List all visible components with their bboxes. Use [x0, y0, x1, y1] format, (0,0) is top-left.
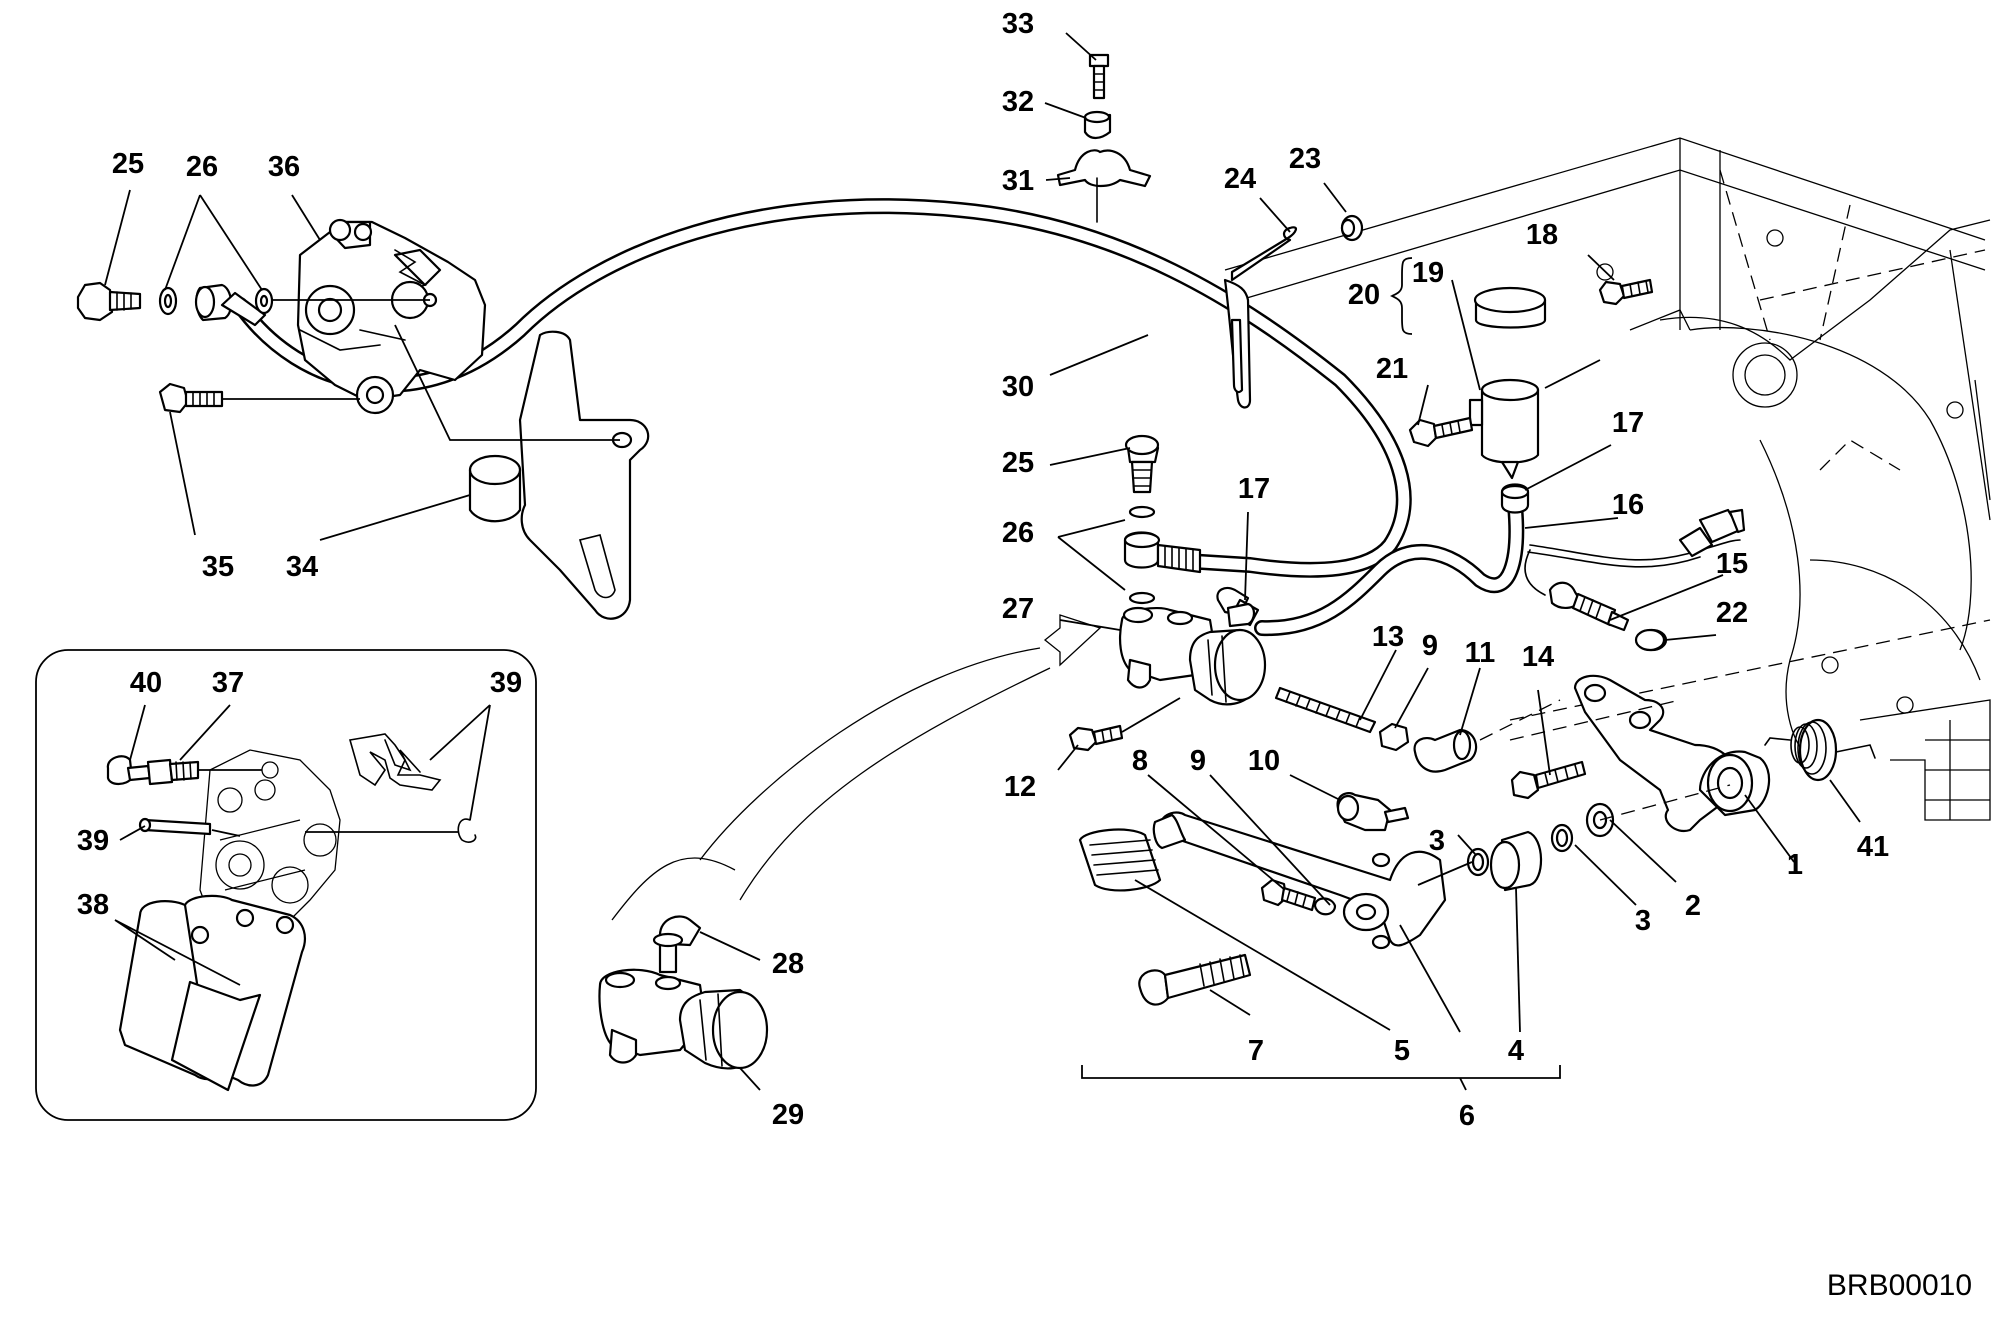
- callout-36: 36: [268, 151, 300, 183]
- callout-22: 22: [1716, 597, 1748, 629]
- master-cylinder-assembly: [1068, 434, 1478, 832]
- caliper-bracket: [394, 324, 650, 620]
- callout-18: 18: [1526, 219, 1558, 251]
- callout-13: 13: [1372, 621, 1404, 653]
- callout-35: 35: [202, 551, 234, 583]
- inset-panel: [35, 649, 537, 1121]
- callout-26-mc: 26: [1002, 517, 1034, 549]
- callout-9-upper: 9: [1422, 630, 1438, 662]
- callout-7: 7: [1248, 1035, 1264, 1067]
- detail-arrow: [611, 614, 1102, 921]
- callout-14: 14: [1522, 641, 1554, 673]
- callout-3-upper: 3: [1429, 825, 1445, 857]
- callout-41: 41: [1857, 831, 1889, 863]
- callout-17-mc: 17: [1238, 473, 1270, 505]
- callout-28: 28: [772, 948, 804, 980]
- callout-34: 34: [286, 551, 318, 583]
- hose-guide: [1223, 214, 1364, 409]
- callout-16: 16: [1612, 489, 1644, 521]
- callout-29: 29: [772, 1099, 804, 1131]
- diagram-code: BRB00010: [1827, 1269, 1972, 1302]
- engine-case-outline: [1224, 137, 1991, 821]
- callout-1: 1: [1787, 849, 1803, 881]
- callout-32: 32: [1002, 86, 1034, 118]
- callout-11: 11: [1465, 637, 1496, 669]
- callout-20: 20: [1348, 279, 1380, 311]
- callout-labels: 33 32 31 24 23 18 19 20 21 30 25 17 17 1…: [77, 8, 1972, 1302]
- brake-fluid-reservoir: [1408, 278, 1654, 480]
- callout-15: 15: [1716, 548, 1748, 580]
- callout-10: 10: [1248, 745, 1280, 777]
- callout-25-mc: 25: [1002, 447, 1034, 479]
- callout-27: 27: [1002, 593, 1034, 625]
- callout-33: 33: [1002, 8, 1034, 40]
- detail-master-cylinder: [598, 915, 769, 1070]
- callout-2: 2: [1685, 890, 1701, 922]
- callout-21: 21: [1376, 353, 1408, 385]
- callout-leaders: [104, 32, 1861, 1091]
- callout-39-upper: 39: [490, 667, 522, 699]
- callout-25-caliper: 25: [112, 148, 144, 180]
- callout-30: 30: [1002, 371, 1034, 403]
- callout-23: 23: [1289, 143, 1321, 175]
- caliper-bleed-screw: [76, 281, 430, 327]
- callout-31: 31: [1002, 165, 1034, 197]
- hose-clamp: [1056, 53, 1152, 223]
- callout-8: 8: [1132, 745, 1148, 777]
- callout-26-caliper: 26: [186, 151, 218, 183]
- callout-4: 4: [1508, 1035, 1524, 1067]
- hose-clip-reservoir: [1500, 483, 1530, 514]
- callout-17-res: 17: [1612, 407, 1644, 439]
- callout-19: 19: [1412, 257, 1444, 289]
- callout-39-lower: 39: [77, 825, 109, 857]
- callout-9-lower: 9: [1190, 745, 1206, 777]
- callout-24: 24: [1224, 163, 1256, 195]
- callout-6: 6: [1459, 1100, 1475, 1132]
- rear-brake-caliper: [296, 218, 487, 415]
- callout-38: 38: [77, 889, 109, 921]
- callout-12: 12: [1004, 771, 1036, 803]
- callout-40: 40: [130, 667, 162, 699]
- callout-37: 37: [212, 667, 244, 699]
- callout-5: 5: [1394, 1035, 1410, 1067]
- callout-3-lower: 3: [1635, 905, 1651, 937]
- caliper-mounting-bolt: [158, 382, 360, 414]
